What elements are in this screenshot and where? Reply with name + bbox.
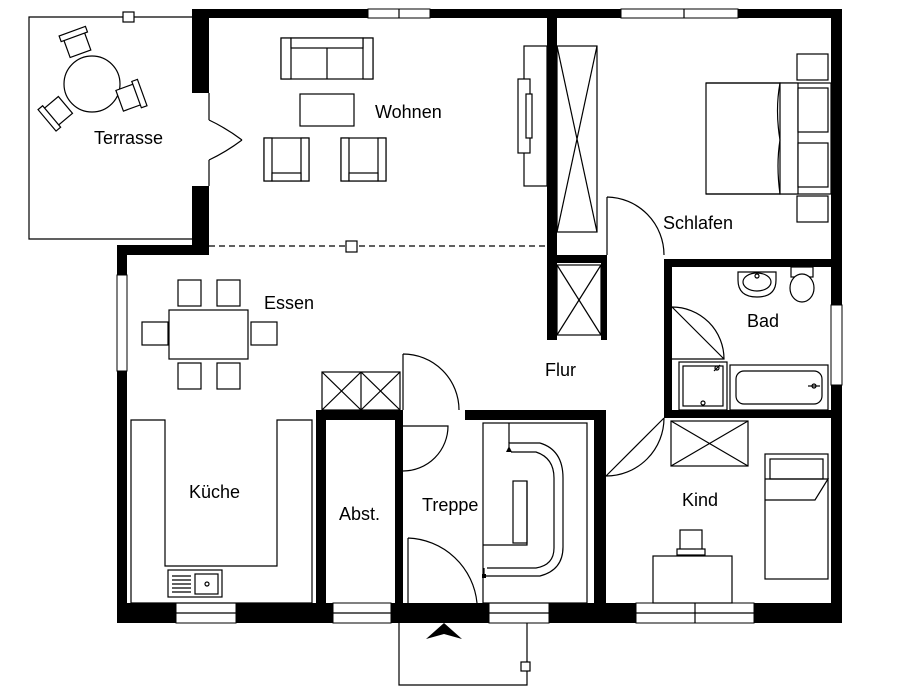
- terrace-chair: [58, 25, 92, 59]
- dining-chair: [177, 362, 202, 390]
- kitchen-counter: [130, 419, 313, 604]
- toilet-icon: [789, 266, 815, 303]
- dining-chair: [141, 321, 169, 346]
- kitchen-furniture: [130, 419, 313, 604]
- tv-cabinet: [517, 45, 548, 187]
- terrace: [28, 11, 192, 240]
- room-label-essen: Essen: [264, 293, 314, 313]
- staircase: [482, 422, 588, 604]
- room-label-kind: Kind: [682, 490, 718, 510]
- shower-icon: [678, 361, 728, 411]
- room-label-flur: Flur: [545, 360, 576, 380]
- entrance-porch: [398, 623, 531, 686]
- terrace-chair: [115, 78, 148, 112]
- terrace-table: [63, 55, 121, 113]
- dining-chair: [216, 279, 241, 307]
- entrance-arrow-icon: [426, 623, 462, 639]
- desk: [652, 555, 733, 604]
- room-label-terrasse: Terrasse: [94, 128, 163, 148]
- washbasin-icon: [737, 271, 777, 298]
- kid-bed: [764, 453, 830, 580]
- armchair: [340, 137, 387, 182]
- dining-furniture: [141, 279, 278, 390]
- room-label-treppe: Treppe: [422, 495, 478, 515]
- sofa: [280, 37, 374, 80]
- room-label-wohnen: Wohnen: [375, 102, 442, 122]
- room-labels: Terrasse Wohnen Schlafen Essen Bad Flur …: [94, 102, 779, 524]
- room-label-bad: Bad: [747, 311, 779, 331]
- doors: [208, 93, 725, 604]
- living-furniture: [263, 37, 548, 187]
- dining-chair: [216, 362, 241, 390]
- bathtub-icon: [729, 364, 829, 411]
- bathroom-furniture: [678, 266, 829, 411]
- room-label-abst: Abst.: [339, 504, 380, 524]
- dining-chair: [177, 279, 202, 307]
- wardrobe: [556, 45, 598, 233]
- sink-icon: [167, 569, 223, 598]
- kidroom-furniture: [652, 420, 830, 604]
- hall-wardrobe: [556, 264, 602, 336]
- bedroom-furniture: [556, 45, 832, 233]
- dining-chair: [250, 321, 278, 346]
- desk-chair: [676, 529, 706, 556]
- armchair: [263, 137, 310, 182]
- interior-walls: [316, 18, 842, 603]
- hall-cabinet: [321, 371, 401, 411]
- room-label-kueche: Küche: [189, 482, 240, 502]
- terrace-chair: [37, 95, 74, 132]
- dining-table: [168, 309, 249, 360]
- credit-text: McConnect.de: [838, 576, 844, 615]
- bed: [705, 53, 832, 223]
- room-label-schlafen: Schlafen: [663, 213, 733, 233]
- kid-wardrobe: [670, 420, 749, 467]
- coffee-table: [299, 93, 355, 127]
- windows: [116, 8, 843, 624]
